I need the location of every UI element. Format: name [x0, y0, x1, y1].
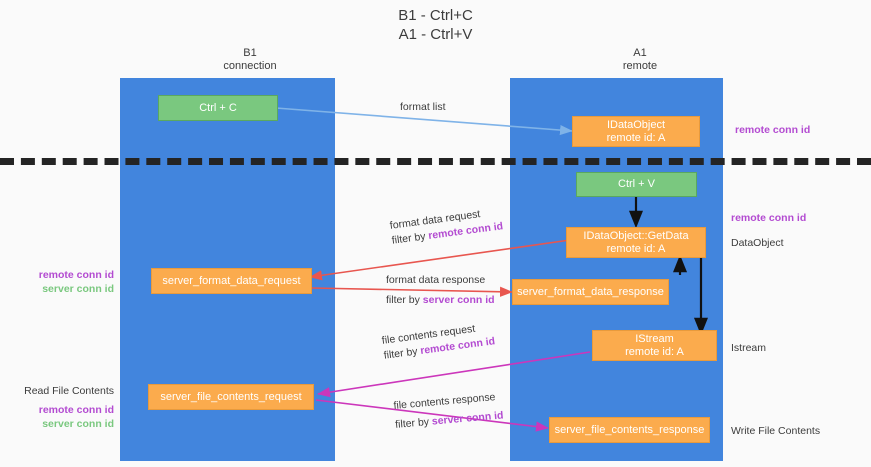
- annotation-left-conn-ids-bottom: remote conn id server conn id: [38, 404, 114, 430]
- node-idataobject[interactable]: IDataObject remote id: A: [572, 116, 700, 147]
- annotation-right-remote-conn-mid: remote conn id: [731, 212, 807, 224]
- annotation-right-remote-conn-top: remote conn id: [735, 124, 811, 136]
- node-ctrl-v[interactable]: Ctrl + V: [576, 172, 697, 197]
- edge-label-file-contents-response: file contents response filter by server …: [393, 391, 504, 431]
- edge-label-format-data-request: format data request filter by remote con…: [389, 208, 504, 247]
- annotation-right-write-file-contents: Write File Contents: [731, 425, 821, 437]
- section-divider: [0, 158, 871, 165]
- annotation-left-conn-ids-mid: remote conn id server conn id: [38, 269, 114, 295]
- node-server-file-contents-response[interactable]: server_file_contents_response: [549, 417, 710, 443]
- edge-label-file-contents-request: file contents request filter by remote c…: [381, 322, 496, 362]
- node-server-format-data-request[interactable]: server_format_data_request: [151, 268, 312, 294]
- edge-label-format-data-response: format data response filter by server co…: [386, 274, 495, 306]
- column-header-b1: B1 connection: [223, 47, 277, 72]
- node-server-format-data-response[interactable]: server_format_data_response: [512, 279, 669, 305]
- annotation-right-istream: Istream: [731, 342, 767, 354]
- node-ctrl-c[interactable]: Ctrl + C: [158, 95, 278, 121]
- node-idataobject-getdata[interactable]: IDataObject::GetData remote id: A: [566, 227, 706, 258]
- column-header-a1: A1 remote: [622, 47, 658, 72]
- node-server-file-contents-request[interactable]: server_file_contents_request: [148, 384, 314, 410]
- annotation-left-read-file-contents: Read File Contents: [24, 385, 114, 397]
- annotation-right-dataobject: DataObject: [731, 237, 784, 249]
- node-istream[interactable]: IStream remote id: A: [592, 330, 717, 361]
- edge-label-format-list: format list: [400, 101, 446, 113]
- diagram-title: B1 - Ctrl+C A1 - Ctrl+V: [398, 7, 473, 43]
